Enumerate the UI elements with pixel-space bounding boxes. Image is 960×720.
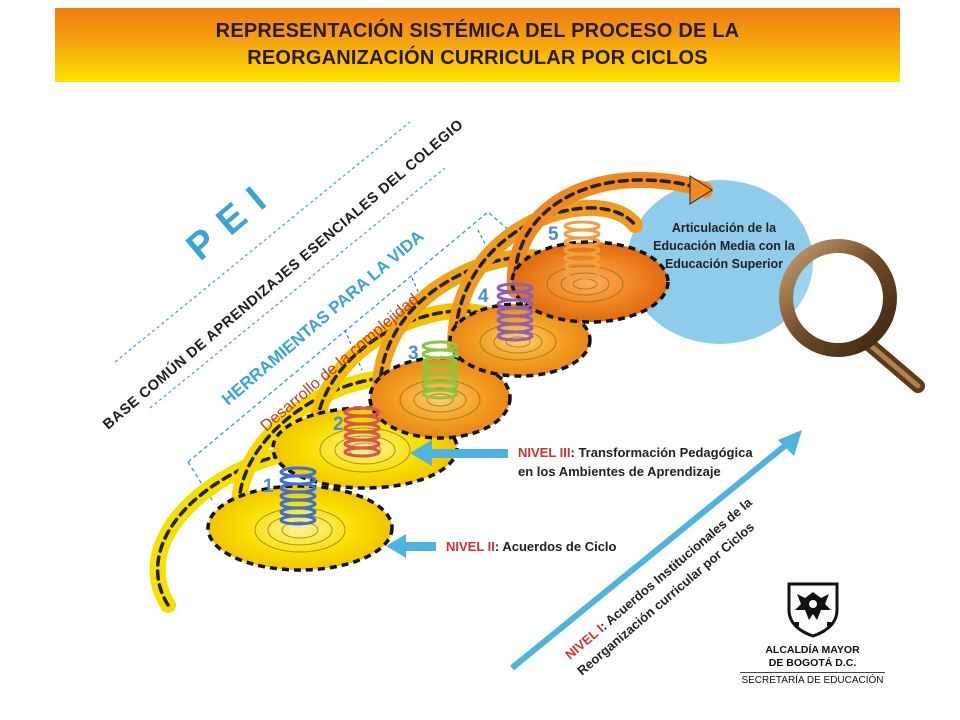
spring-3 — [421, 340, 459, 400]
cycle-ellipse-1 — [206, 484, 394, 572]
nivel2-text: NIVEL II: Acuerdos de Ciclo — [446, 539, 617, 554]
cycle-number-3: 3 — [408, 343, 419, 364]
articulation-ellipse — [627, 180, 813, 344]
articulation-line-1: Articulación de la — [672, 221, 777, 235]
cycle-number-5: 5 — [548, 224, 559, 245]
logo-line-2: DE BOGOTÁ D.C. — [768, 657, 857, 669]
nivel2-arrow — [386, 534, 436, 558]
nivel3-arrow — [410, 440, 508, 466]
nivel1-text-line-1: NIVEL I: Acuerdos Institucionales de la — [562, 494, 755, 662]
articulation-line-3: Educación Superior — [665, 257, 783, 271]
spring-4 — [496, 282, 534, 342]
pei-label: PEI — [179, 170, 285, 269]
spring-2 — [343, 406, 381, 458]
spring-1 — [279, 466, 317, 526]
cycle-number-1: 1 — [263, 476, 274, 497]
nivel3-text-line-1: NIVEL III: Transformación Pedagógica — [518, 445, 753, 460]
logo-line-3: SECRETARÍA DE EDUCACIÓN — [740, 672, 885, 686]
title-line-2: REORGANIZACIÓN CURRICULAR POR CICLOS — [247, 47, 708, 69]
title-line-1: REPRESENTACIÓN SISTÉMICA DEL PROCESO DE … — [215, 20, 740, 42]
cycle-ellipse-5 — [510, 240, 670, 324]
nivel3-text-line-2: en los Ambientes de Aprendizaje — [518, 464, 721, 479]
coat-of-arms-icon — [787, 582, 838, 638]
logo-line-1: ALCALDÍA MAYOR — [765, 644, 860, 656]
alcaldia-logo: ALCALDÍA MAYOR DE BOGOTÁ D.C. SECRETARÍA… — [740, 580, 885, 692]
cycle-number-2: 2 — [333, 414, 344, 435]
cycle-ellipses — [206, 240, 670, 572]
cycle-number-4: 4 — [478, 286, 489, 307]
articulation-line-2: Educación Media con la — [653, 239, 796, 253]
nivel1-arrow — [510, 430, 802, 671]
magnifier-icon — [779, 239, 925, 393]
title-banner: REPRESENTACIÓN SISTÉMICA DEL PROCESO DE … — [55, 8, 900, 82]
spring-5 — [563, 220, 601, 280]
